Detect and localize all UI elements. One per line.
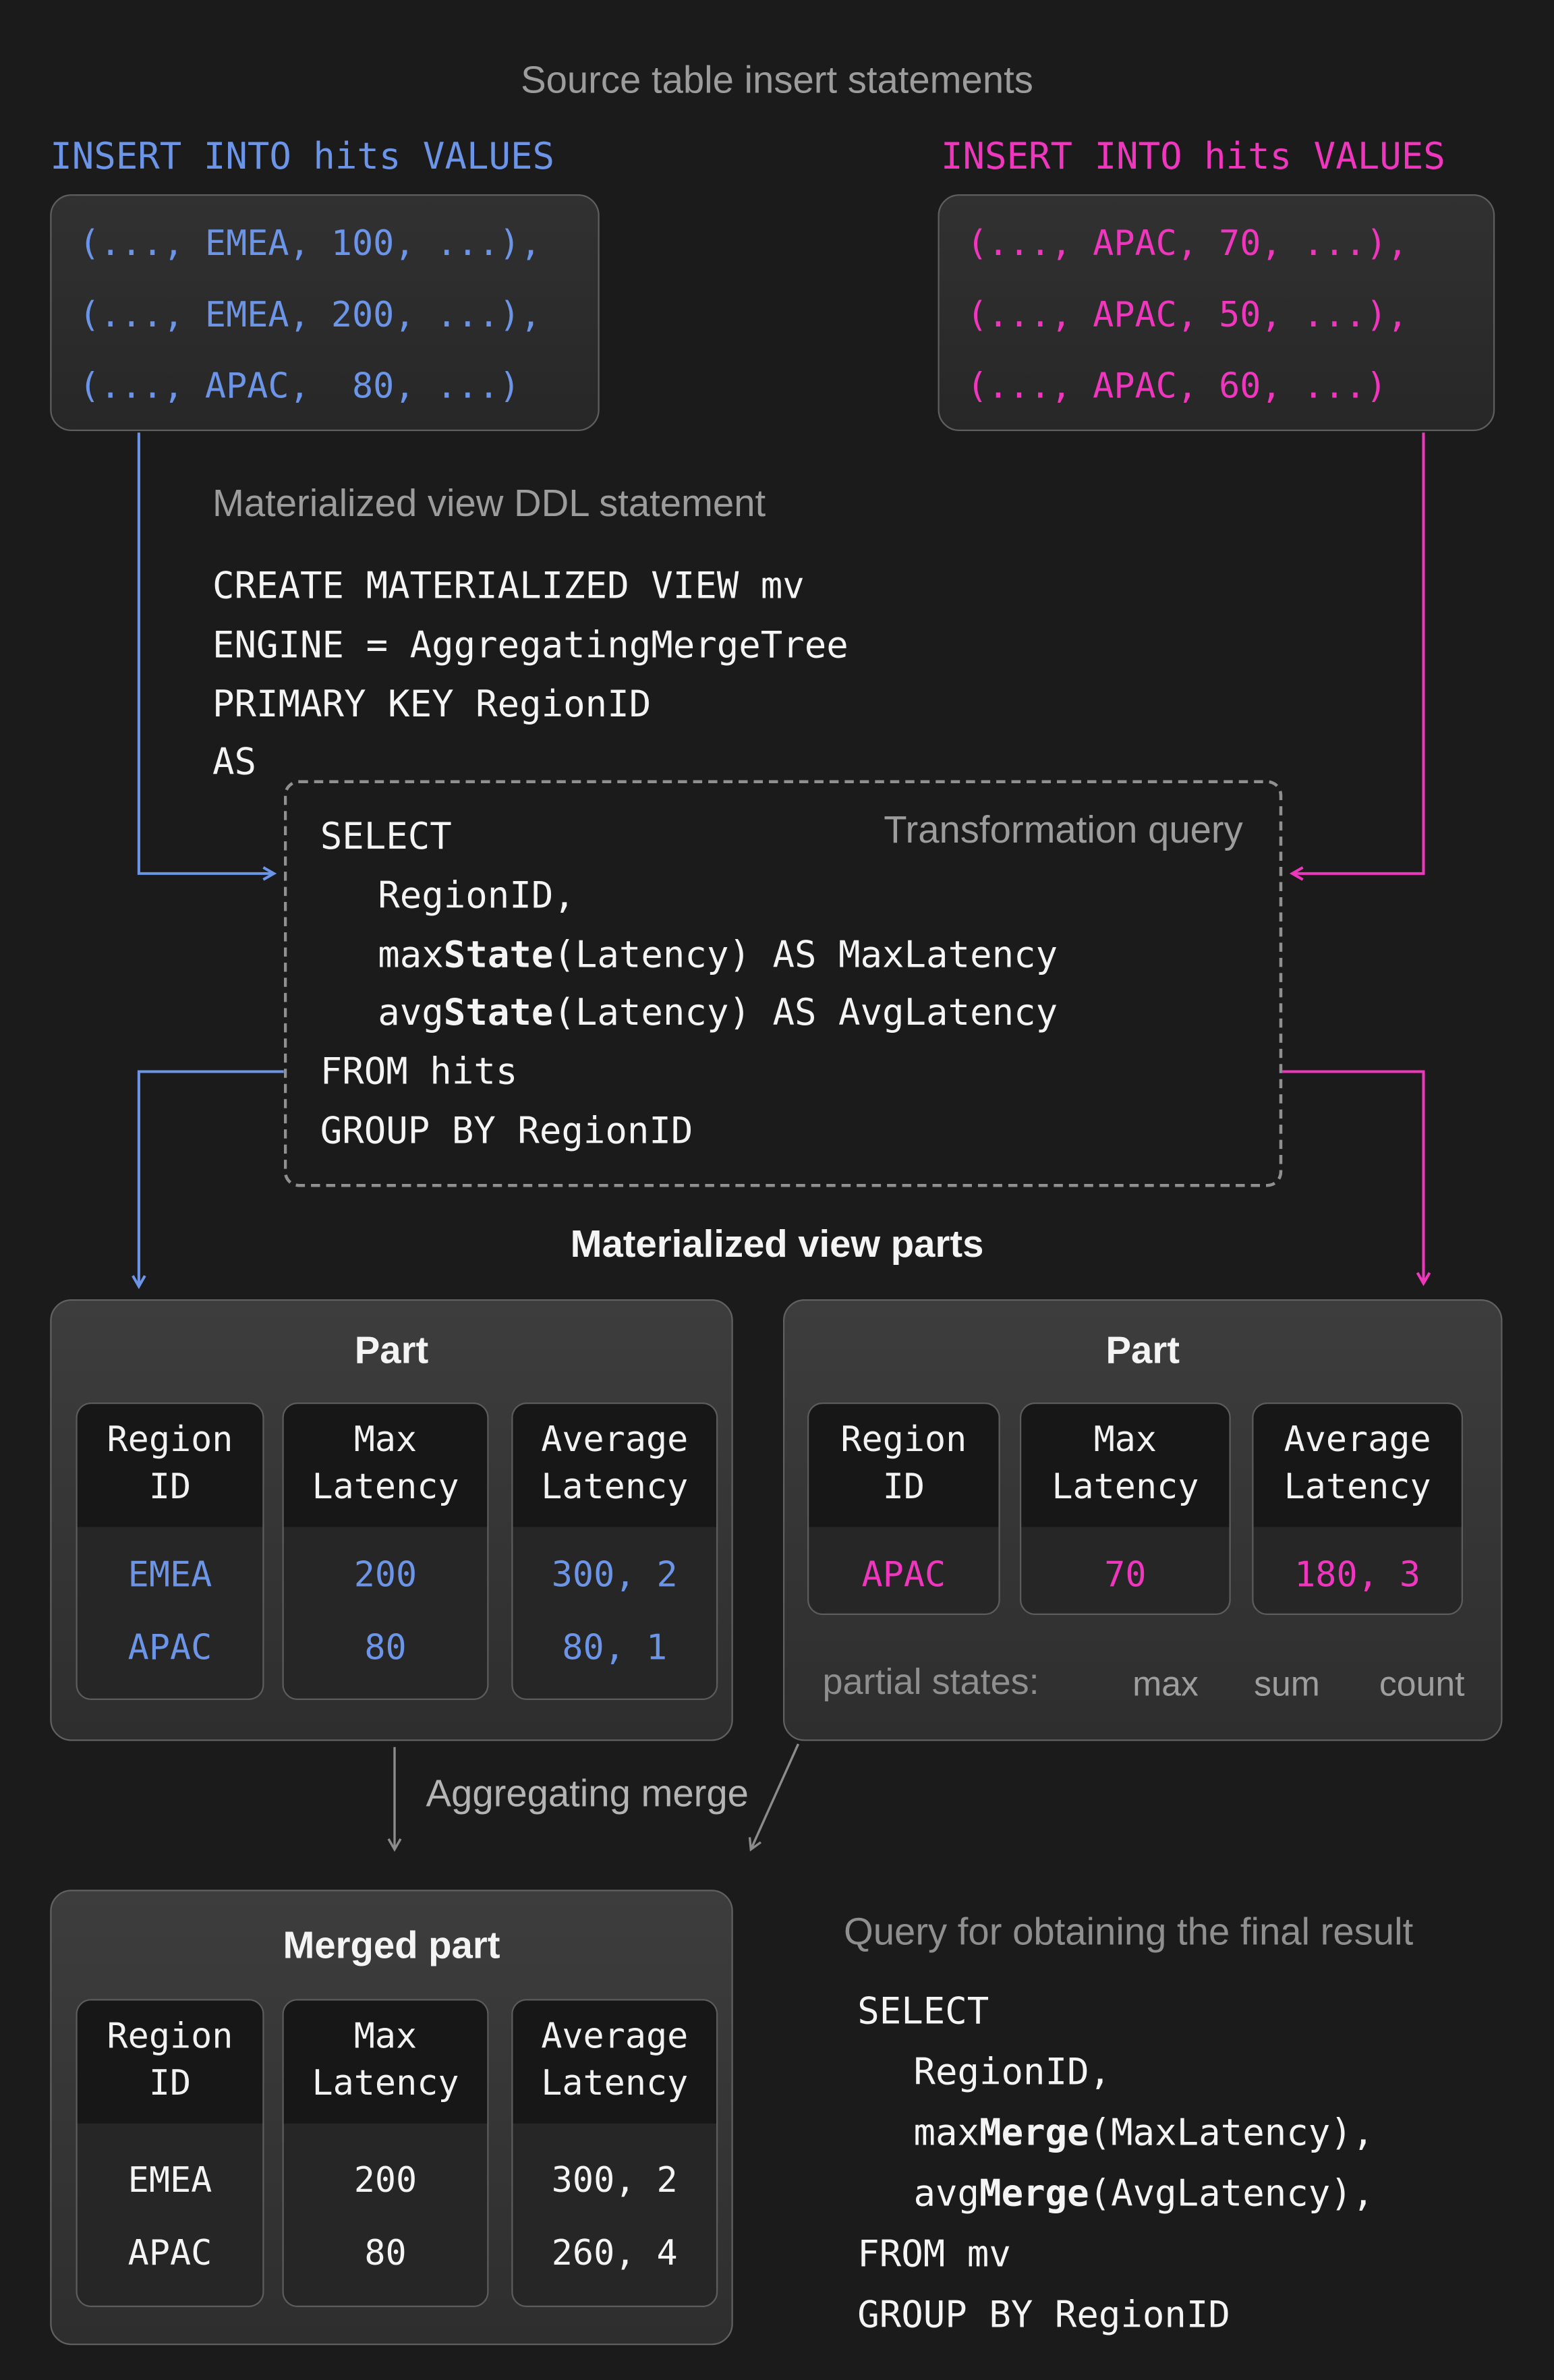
code-line: avgState(Latency) AS AvgLatency [320,984,1058,1043]
merged-column-max: MaxLatency 20080 [283,1999,489,2307]
ddl-line: CREATE MATERIALIZED VIEW mv [212,557,848,616]
insert-right-row: (..., APAC, 60, ...) [967,352,1493,424]
insert-right-box: (..., APAC, 70, ...), (..., APAC, 50, ..… [938,194,1495,431]
column-header: MaxLatency [1021,1404,1229,1527]
cell-value: EMEA [78,1539,263,1612]
cell-value: 80, 1 [513,1612,717,1685]
code-line: RegionID, [857,2041,1374,2102]
column-header: MaxLatency [284,1404,488,1527]
cell-value: APAC [78,2217,263,2290]
insert-right-row: (..., APAC, 70, ...), [967,210,1493,281]
aggregating-merge-label: Aggregating merge [398,1773,778,1817]
merged-column-avg: AverageLatency 300, 2260, 4 [511,1999,718,2307]
merged-column-region: RegionID EMEAAPAC [76,1999,264,2307]
insert-right-row: (..., APAC, 50, ...), [967,281,1493,352]
transformation-query-box: Transformation query SELECTRegionID,maxS… [284,781,1283,1187]
part-left-column-avg: AverageLatency 300, 280, 1 [511,1402,718,1700]
code-line: GROUP BY RegionID [320,1102,1058,1160]
code-line: maxMerge(MaxLatency), [857,2102,1374,2163]
ddl-line: ENGINE = AggregatingMergeTree [212,616,848,675]
cell-value: 80 [284,1612,488,1685]
column-header: AverageLatency [1254,1404,1462,1527]
insert-right-header: INSERT INTO hits VALUES [941,135,1445,177]
column-header: AverageLatency [513,2001,717,2124]
ddl-title: Materialized view DDL statement [212,483,766,527]
cell-value: EMEA [78,2145,263,2217]
merged-part-box: Merged part RegionID EMEAAPAC MaxLatency… [50,1890,733,2345]
code-line: maxState(Latency) AS MaxLatency [320,926,1058,984]
part-right-title: Part [784,1328,1501,1374]
column-header: AverageLatency [513,1404,717,1527]
code-line: GROUP BY RegionID [857,2284,1374,2345]
column-header: RegionID [78,2001,263,2124]
part-left-title: Part [52,1328,732,1374]
cell-value: 80 [284,2217,488,2290]
part-left-column-region: RegionID EMEAAPAC [76,1402,264,1700]
cell-value: 260, 4 [513,2217,717,2290]
column-header: RegionID [809,1404,998,1527]
code-line: FROM hits [320,1043,1058,1102]
part-right-column-max: MaxLatency 70 [1020,1402,1231,1615]
code-line: SELECT [320,808,1058,866]
code-line: FROM mv [857,2223,1374,2284]
column-header: RegionID [78,1404,263,1527]
parts-title: Materialized view parts [0,1224,1554,1268]
part-right-column-avg: AverageLatency 180, 3 [1252,1402,1463,1615]
final-query-code: SELECTRegionID,maxMerge(MaxLatency),avgM… [857,1981,1374,2345]
cell-value: 180, 3 [1254,1539,1462,1612]
part-left-column-max: MaxLatency 20080 [283,1402,489,1700]
partial-states-label: partial states: [823,1662,1039,1705]
insert-left-row: (..., EMEA, 100, ...), [79,210,598,281]
partial-annotation-count: count [1373,1664,1470,1705]
partial-annotation-sum: sum [1242,1664,1333,1705]
final-query-title: Query for obtaining the final result [844,1911,1413,1955]
insert-left-box: (..., EMEA, 100, ...), (..., EMEA, 200, … [50,194,600,431]
column-header: MaxLatency [284,2001,488,2124]
cell-value: APAC [809,1539,998,1612]
cell-value: 300, 2 [513,1539,717,1612]
cell-value: 200 [284,2145,488,2217]
transformation-code: SELECTRegionID,maxState(Latency) AS MaxL… [320,808,1058,1161]
insert-left-row: (..., APAC, 80, ...) [79,352,598,424]
ddl-code: CREATE MATERIALIZED VIEW mvENGINE = Aggr… [212,557,848,793]
part-box-left: Part RegionID EMEAAPAC MaxLatency 20080 … [50,1299,733,1741]
source-inserts-title: Source table insert statements [0,59,1554,103]
part-right-column-region: RegionID APAC [807,1402,1000,1615]
code-line: avgMerge(AvgLatency), [857,2163,1374,2223]
part-box-right: Part RegionID APAC MaxLatency 70 Average… [783,1299,1503,1741]
arrow-insert-right-to-query [1293,432,1424,874]
insert-left-row: (..., EMEA, 200, ...), [79,281,598,352]
merged-part-title: Merged part [52,1923,732,1969]
cell-value: 200 [284,1539,488,1612]
ddl-line: PRIMARY KEY RegionID [212,675,848,733]
cell-value: APAC [78,1612,263,1685]
insert-left-header: INSERT INTO hits VALUES [50,135,554,177]
partial-annotation-max: max [1120,1664,1211,1705]
cell-value: 300, 2 [513,2145,717,2217]
cell-value: 70 [1021,1539,1229,1612]
code-line: SELECT [857,1981,1374,2041]
code-line: RegionID, [320,866,1058,925]
